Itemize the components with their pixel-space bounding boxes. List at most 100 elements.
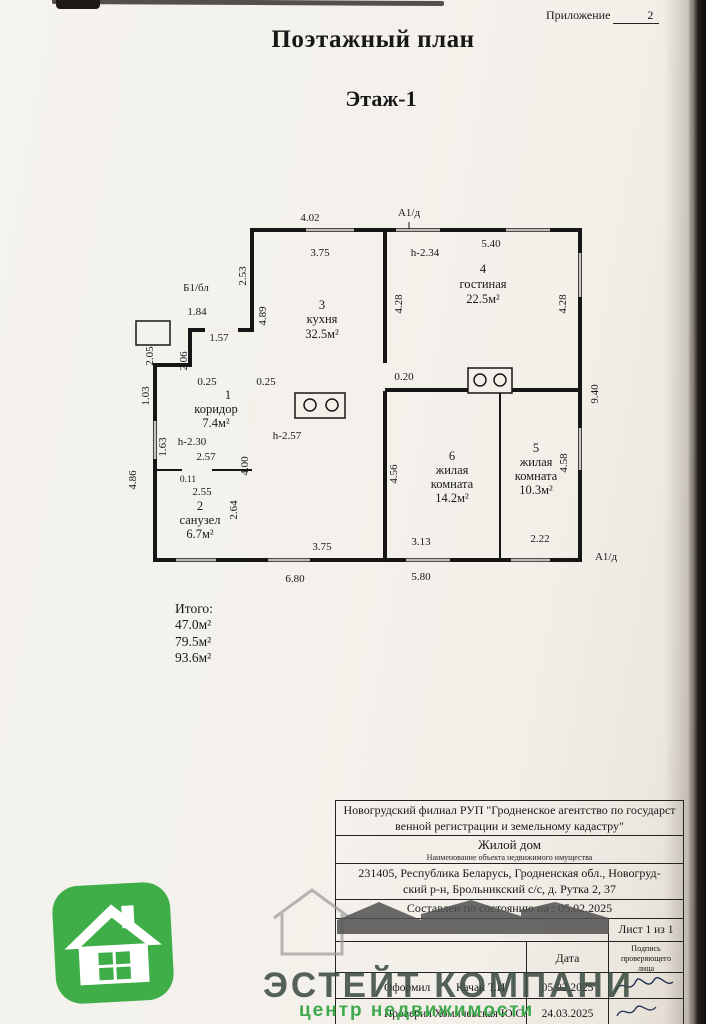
checked-date: 24.03.2025 [526,999,608,1024]
room-number-room6: 6 [449,449,455,463]
appendix-note: Приложение 2 [546,8,660,24]
porch [135,320,171,346]
scan-edge-shadow [664,0,692,1024]
dim-label: 5.40 [481,238,501,250]
object-name: Жилой дом [478,837,541,853]
signature-header-line: лица [637,964,655,974]
dim-label: 2.53 [237,266,249,286]
dim-label: 4.28 [557,294,569,314]
address-line1: 231405, Республика Беларусь, Гродненская… [358,866,661,881]
outer-wall [153,228,582,562]
axis-label: А1/д [595,551,618,563]
room-area-living: 22.5м² [466,292,500,306]
object-row: Жилой дом Наименование объекта недвижимо… [336,836,683,865]
dim-label: 2.64 [228,500,240,520]
checked-signature-cell [608,999,683,1024]
floor-plan-drawing: 4.02 А1/д 3.75 5.40 h-2.34 Б1/бл 1.84 1.… [127,207,618,585]
dim-label: 0.20 [394,371,414,383]
object-caption: Наименование объекта недвижимого имущест… [426,853,593,863]
height-label: h-2.34 [411,247,440,259]
room-number-room5: 5 [533,441,539,455]
signature-header-line: проверяющего [620,954,671,964]
dim-label: 0.25 [256,376,276,388]
room-name-room6: жилая [435,463,469,477]
dim-label: 4.56 [388,464,400,484]
dim-label: 4.86 [127,470,139,490]
room-area-corridor: 7.4м² [202,416,230,430]
height-label: h-2.30 [178,436,207,448]
prepared-by-cell: Оформил Качан Т.И. [336,982,526,994]
estate-company-logo-icon [52,882,174,1004]
prepared-name: Качан Т.И. [456,981,509,994]
totals-value: 93.6м² [175,650,212,666]
appendix-label: Приложение [546,8,611,22]
checked-by-row: Проверил Хомичевская Ю.С. 24.03.2025 [336,999,683,1024]
room-name2-room6: комната [431,477,474,491]
dim-label: 2.06 [178,351,190,371]
rooftops-watermark-icon [337,900,609,934]
signature-icon [616,1005,657,1017]
appendix-value: 2 [613,8,660,24]
dim-label: 5.80 [411,571,431,583]
floor-title: Этаж-1 [345,86,417,111]
signatures-header-row: Дата Подпись проверяющего лица [336,942,683,975]
watermark-subtitle: центр недвижимости [299,1000,535,1021]
checked-role: Проверил [384,1007,432,1020]
room-name-corridor: коридор [194,402,238,416]
room-name2-room5: комната [515,469,558,483]
dim-label: 2.55 [192,486,212,498]
dim-label: 1.03 [140,386,152,406]
burner [493,373,507,387]
dim-label: 4.02 [300,212,319,224]
room-area-room6: 14.2м² [435,491,469,505]
dim-label: 9.40 [589,384,601,404]
room-name-living: гостиная [459,277,506,291]
prepared-role: Оформил [384,981,431,994]
address-row: 231405, Республика Беларусь, Гродненская… [336,864,683,901]
block-label: Б1/бл [183,282,209,294]
dim-label: 4.89 [257,306,269,326]
dim-label: 6.80 [285,573,305,585]
room-number-bathroom: 2 [197,499,203,513]
dim-label: 1.63 [157,437,169,457]
dim-label: 0.25 [197,376,217,388]
totals-block: Итого: 47.0м² 79.5м² 93.6м² [175,601,213,667]
scan-edge-band [688,0,706,1024]
dim-label: 4.28 [393,294,405,314]
dim-label: 4.58 [558,453,570,473]
burner [325,398,339,412]
organization-row: Новогрудский филиал РУП "Гродненское аге… [336,801,683,837]
signature-header-line: Подпись [631,944,661,954]
room-area-room5: 10.3м² [519,483,553,497]
room-number-kitchen: 3 [319,298,325,312]
house-outline-watermark-icon [273,888,351,956]
room-area-kitchen: 32.5м² [305,327,339,341]
dim-label: 2.22 [530,533,549,545]
room-name-kitchen: кухня [307,312,338,326]
totals-label: Итого: [175,601,213,616]
checked-name: Хомичевская Ю.С. [434,1007,526,1020]
totals-value: 79.5м² [175,633,212,649]
dim-label: 0.11 [180,475,197,485]
totals-value: 47.0м² [175,617,212,633]
room-name-room5: жилая [519,455,553,469]
organization-line2: венной регистрации и земельному кадастру… [395,818,624,833]
signature-column-header: Подпись проверяющего лица [608,942,683,975]
room-name-bathroom: санузел [180,513,221,527]
windows [152,227,583,563]
watermark-title: ЭСТЕЙТ КОМПАНИ [263,966,634,1005]
page-title: Поэтажный план [271,26,475,53]
prepared-by-row: Оформил Качан Т.И. 05.02.2025 [336,973,683,1003]
scan-top-line [51,0,445,7]
dim-label: 3.13 [411,536,431,548]
address-line2: ский р-н, Брольникский с/с, д. Рутка 2, … [403,881,616,896]
scan-top-mark [56,0,100,9]
door-opening [205,327,238,333]
signature-icon [614,977,674,993]
height-label: h-2.57 [273,430,302,442]
title-block-table: Новогрудский филиал РУП "Гродненское аге… [335,800,684,1024]
dim-label: 1.84 [187,306,207,318]
dim-label: 2.05 [144,346,156,366]
burner [303,398,317,412]
